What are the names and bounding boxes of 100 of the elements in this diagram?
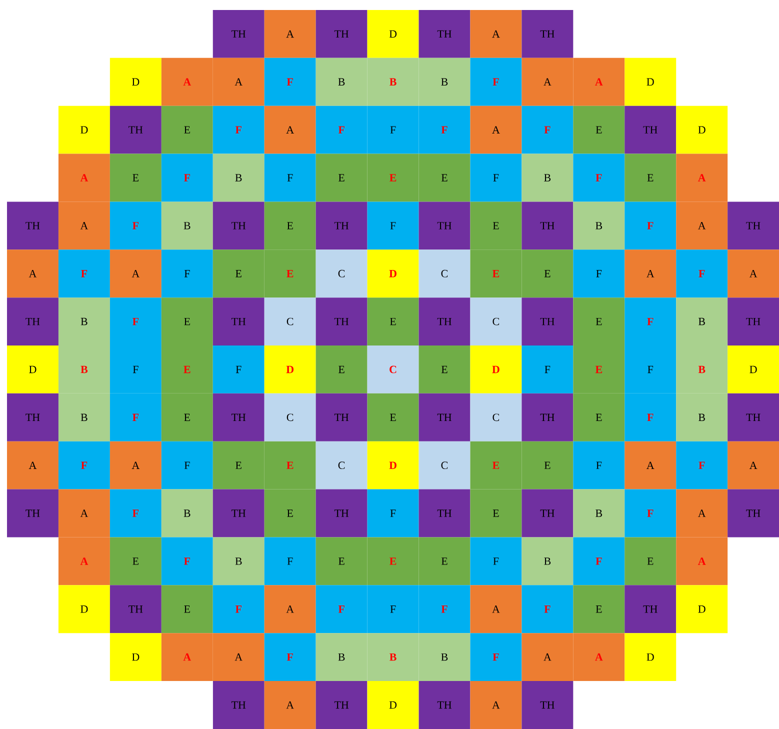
grid-cell: TH	[7, 393, 58, 442]
grid-cell: E	[470, 489, 522, 538]
grid-cell: D	[264, 346, 316, 394]
grid-cell: F	[367, 585, 419, 634]
grid-cell: D	[367, 250, 419, 298]
grid-cell: E	[264, 489, 316, 538]
grid-cell: F	[624, 202, 676, 250]
grid-cell: F	[676, 250, 728, 298]
grid-cell: B	[573, 489, 625, 538]
grid-cell: TH	[212, 202, 264, 250]
grid-cell: E	[470, 441, 522, 490]
grid-cell: TH	[212, 489, 264, 538]
grid-cell: E	[367, 393, 419, 442]
grid-cell: F	[522, 106, 574, 154]
grid-cell: TH	[418, 489, 470, 538]
grid-cell: F	[212, 106, 264, 154]
grid-cell: F	[212, 585, 264, 634]
grid-cell: A	[58, 154, 110, 202]
grid-cell: B	[367, 633, 419, 682]
grid-cell: TH	[418, 202, 470, 250]
grid-cell: F	[367, 489, 419, 538]
grid-cell: F	[212, 346, 264, 394]
grid-cell: F	[367, 106, 419, 154]
grid-cell: F	[110, 393, 162, 442]
grid-cell: E	[110, 537, 162, 586]
grid-cell: A	[212, 58, 264, 106]
grid-cell: C	[418, 250, 470, 298]
grid-cell: C	[367, 346, 419, 394]
grid-cell: B	[316, 58, 368, 106]
grid-cell: F	[418, 106, 470, 154]
grid-cell: D	[367, 10, 419, 58]
grid-cell: TH	[212, 298, 264, 346]
grid-cell: A	[161, 58, 213, 106]
grid-cell: A	[573, 633, 625, 682]
grid-cell: C	[470, 298, 522, 346]
grid-cell: E	[316, 346, 368, 394]
grid-cell: TH	[522, 10, 574, 58]
grid-cell: E	[212, 250, 264, 298]
grid-cell: E	[367, 298, 419, 346]
grid-cell: F	[624, 393, 676, 442]
grid-cell: TH	[7, 298, 58, 346]
grid-cell: A	[7, 441, 58, 490]
grid-cell: D	[728, 346, 779, 394]
grid-cell: B	[418, 58, 470, 106]
grid-cell: F	[58, 441, 110, 490]
grid-cell: E	[264, 250, 316, 298]
grid-cell: F	[58, 250, 110, 298]
grid-cell: D	[58, 106, 110, 154]
grid-cell: TH	[624, 106, 676, 154]
grid-cell: F	[161, 154, 213, 202]
grid-cell: F	[573, 154, 625, 202]
grid-cell: F	[110, 298, 162, 346]
grid-cell: D	[676, 585, 728, 634]
grid-cell: E	[212, 441, 264, 490]
grid-cell: TH	[110, 106, 162, 154]
grid-cell: E	[573, 585, 625, 634]
grid-cell: F	[573, 441, 625, 490]
grid-cell: E	[264, 202, 316, 250]
grid-cell: E	[573, 346, 625, 394]
grid-cell: TH	[728, 298, 779, 346]
grid-cell: E	[161, 585, 213, 634]
grid-cell: A	[161, 633, 213, 682]
grid-cell: E	[161, 106, 213, 154]
grid-cell: TH	[316, 202, 368, 250]
grid-cell: A	[470, 106, 522, 154]
grid-cell: B	[676, 298, 728, 346]
grid-cell: TH	[7, 489, 58, 538]
grid-cell: A	[470, 585, 522, 634]
grid-cell: E	[624, 537, 676, 586]
grid-cell: D	[58, 585, 110, 634]
grid-cell: F	[676, 441, 728, 490]
grid-cell: F	[264, 537, 316, 586]
grid-cell: A	[58, 537, 110, 586]
grid-cell: D	[676, 106, 728, 154]
grid-cell: F	[470, 537, 522, 586]
grid-cell: F	[573, 537, 625, 586]
grid-cell: B	[418, 633, 470, 682]
grid-cell: B	[212, 537, 264, 586]
grid-cell: E	[316, 537, 368, 586]
grid-cell: E	[470, 202, 522, 250]
grid-cell: A	[58, 489, 110, 538]
grid-cell: A	[624, 250, 676, 298]
grid-cell: A	[264, 585, 316, 634]
grid-cell: D	[624, 58, 676, 106]
grid-cell: A	[110, 250, 162, 298]
grid-cell: A	[728, 441, 779, 490]
grid-cell: TH	[316, 10, 368, 58]
grid-cell: B	[58, 346, 110, 394]
grid-cell: A	[212, 633, 264, 682]
grid-cell: E	[522, 250, 574, 298]
grid-cell: F	[264, 633, 316, 682]
grid-cell: F	[418, 585, 470, 634]
grid-cell: F	[470, 633, 522, 682]
grid-cell: A	[522, 633, 574, 682]
grid-cell: C	[418, 441, 470, 490]
grid-cell: E	[316, 154, 368, 202]
grid-cell: E	[470, 250, 522, 298]
grid-cell: B	[212, 154, 264, 202]
grid-cell: B	[161, 202, 213, 250]
grid-cell: F	[624, 489, 676, 538]
